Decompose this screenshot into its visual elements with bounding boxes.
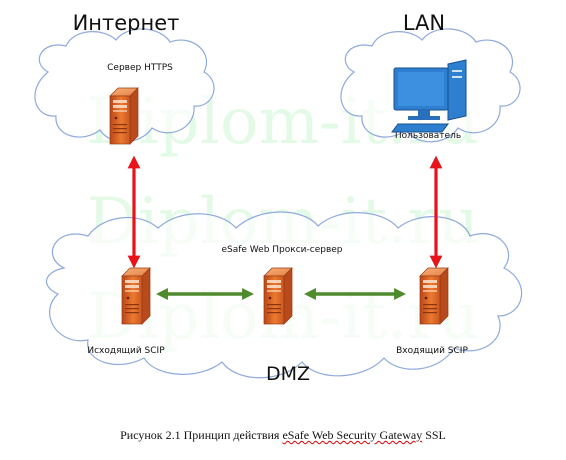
lan-title: LAN: [403, 11, 445, 35]
https-server-icon: [109, 87, 139, 145]
incoming-scip-label: Входящий SCIP: [396, 346, 468, 356]
dmz-title: DMZ: [266, 363, 310, 385]
user-computer-icon: [391, 59, 467, 133]
proxy-server-icon: [263, 267, 293, 325]
figure-caption: Рисунок 2.1 Принцип действия eSafe Web S…: [0, 428, 566, 443]
outgoing-scip-server-icon: [121, 267, 151, 325]
internet-title: Интернет: [73, 11, 180, 35]
caption-prefix: Рисунок 2.1 Принцип действия: [120, 428, 283, 442]
caption-suffix: SSL: [422, 428, 446, 442]
user-label: Пользователь: [395, 131, 461, 141]
proxy-label: eSafe Web Прокси-сервер: [221, 245, 342, 255]
incoming-scip-server-icon: [419, 267, 449, 325]
https-server-label: Сервер HTTPS: [107, 63, 173, 73]
internet-cloud: [34, 28, 215, 143]
outgoing-scip-label: Исходящий SCIP: [87, 346, 165, 356]
caption-product: eSafe Web Security Gateway: [282, 428, 423, 442]
